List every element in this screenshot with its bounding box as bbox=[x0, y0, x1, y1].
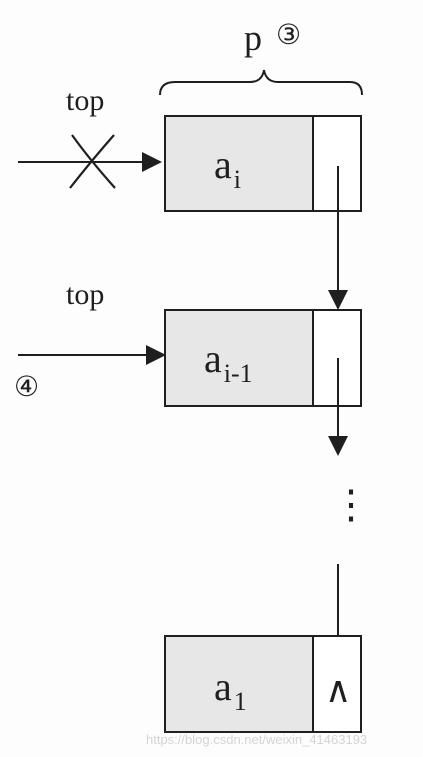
node-a-i-1-data-cell bbox=[164, 309, 314, 407]
top-label-new: top bbox=[66, 278, 104, 311]
top-label-old: top bbox=[66, 84, 104, 117]
step-marker-4: ④ bbox=[14, 372, 39, 403]
node-a-i-label: ai bbox=[214, 142, 241, 194]
node-a-1: a1 ∧ bbox=[164, 635, 362, 733]
node-a-i-data-cell bbox=[164, 115, 314, 212]
node-a-1-pointer-cell bbox=[312, 635, 362, 733]
brace-label: p bbox=[244, 18, 262, 58]
continuation-dots: ⋮ bbox=[331, 482, 371, 527]
step-marker-3: ③ bbox=[276, 20, 301, 51]
node-a-i: ai bbox=[164, 115, 362, 212]
watermark: https://blog.csdn.net/weixin_41463193 bbox=[146, 732, 367, 747]
node-a-1-label: a1 bbox=[214, 664, 247, 716]
null-pointer-symbol: ∧ bbox=[325, 670, 351, 710]
node-a-1-data-cell bbox=[164, 635, 314, 733]
brace bbox=[159, 69, 363, 96]
node-a-i-1: ai-1 bbox=[164, 309, 362, 407]
node-a-i-1-label: ai-1 bbox=[204, 336, 253, 388]
strike-cross-icon bbox=[69, 134, 116, 189]
